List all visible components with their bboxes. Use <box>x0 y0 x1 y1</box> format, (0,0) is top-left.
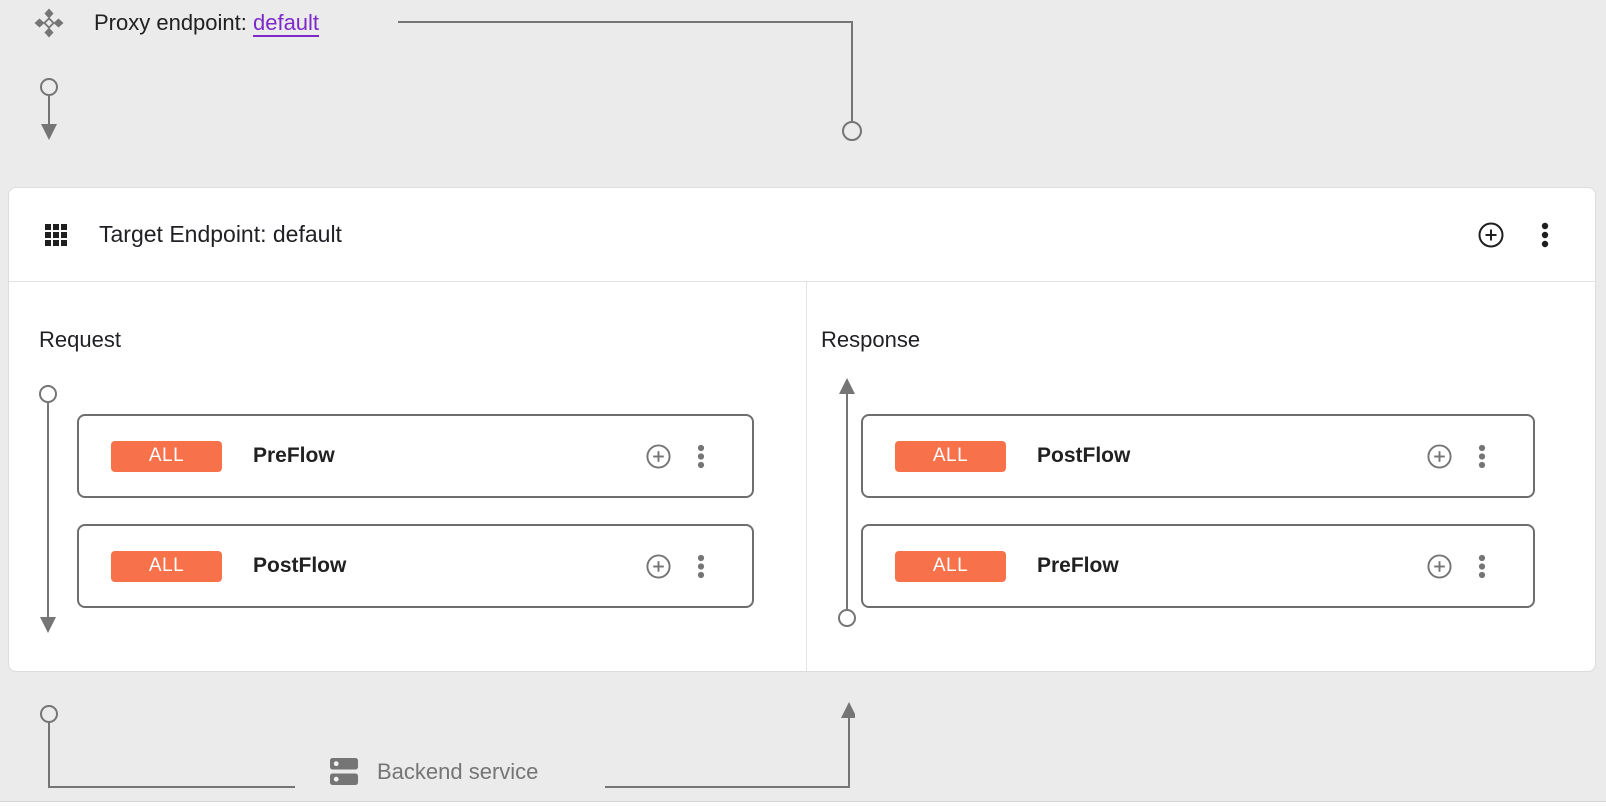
target-endpoint-title: Target Endpoint: default <box>99 221 342 247</box>
condition-badge: ALL <box>895 440 1006 472</box>
target-endpoint-card: Target Endpoint: default <box>8 187 1596 672</box>
canvas-bottom-edge <box>0 801 1606 806</box>
add-circle-icon <box>1426 553 1453 580</box>
proxy-endpoint-label: Proxy endpoint: default <box>94 10 319 36</box>
request-in-connector <box>40 78 58 140</box>
add-circle-icon <box>1426 443 1453 470</box>
flow-name: PreFlow <box>1037 554 1119 577</box>
flow-name: PostFlow <box>253 554 347 577</box>
response-column-label: Response <box>821 327 921 352</box>
flow-row-response-postflow[interactable]: ALL PostFlow <box>861 414 1535 498</box>
backend-to-response-connector <box>605 702 855 788</box>
kebab-menu-icon <box>697 443 705 470</box>
flow-row-request-postflow[interactable]: ALL PostFlow <box>77 524 754 608</box>
condition-badge: ALL <box>895 550 1006 582</box>
condition-badge: ALL <box>111 550 222 582</box>
proxy-endpoint-icon <box>34 8 64 38</box>
request-response-divider <box>806 282 807 671</box>
flow-menu-button[interactable] <box>697 553 705 580</box>
target-to-backend-connector <box>40 705 295 788</box>
kebab-menu-icon <box>1478 443 1486 470</box>
add-circle-icon <box>645 553 672 580</box>
backend-service-label: Backend service <box>377 758 539 784</box>
flow-name: PreFlow <box>253 444 335 467</box>
add-policy-button[interactable] <box>1426 553 1453 580</box>
add-policy-button[interactable] <box>1426 443 1453 470</box>
add-policy-button[interactable] <box>645 553 672 580</box>
proxy-to-response-connector <box>398 21 862 141</box>
flow-row-response-preflow[interactable]: ALL PreFlow <box>861 524 1535 608</box>
target-menu-button[interactable] <box>1541 221 1549 249</box>
add-policy-button[interactable] <box>645 443 672 470</box>
kebab-menu-icon <box>697 553 705 580</box>
request-column-label: Request <box>39 327 121 352</box>
kebab-menu-icon <box>1478 553 1486 580</box>
add-circle-icon <box>1477 221 1505 249</box>
flow-menu-button[interactable] <box>1478 443 1486 470</box>
condition-badge: ALL <box>111 440 222 472</box>
add-circle-icon <box>645 443 672 470</box>
target-endpoint-header: Target Endpoint: default <box>9 188 1595 282</box>
flow-row-request-preflow[interactable]: ALL PreFlow <box>77 414 754 498</box>
flow-menu-button[interactable] <box>1478 553 1486 580</box>
kebab-menu-icon <box>1541 221 1549 249</box>
add-target-button[interactable] <box>1477 221 1505 249</box>
proxy-endpoint-row: Proxy endpoint: default <box>34 8 319 38</box>
apps-grid-icon <box>44 223 68 247</box>
flow-name: PostFlow <box>1037 444 1131 467</box>
proxy-endpoint-link[interactable]: default <box>252 10 320 35</box>
backend-service-icon <box>330 758 358 785</box>
flow-menu-button[interactable] <box>697 443 705 470</box>
proxy-endpoint-label-text: Proxy endpoint: <box>94 10 253 35</box>
backend-service-row: Backend service <box>330 758 538 785</box>
